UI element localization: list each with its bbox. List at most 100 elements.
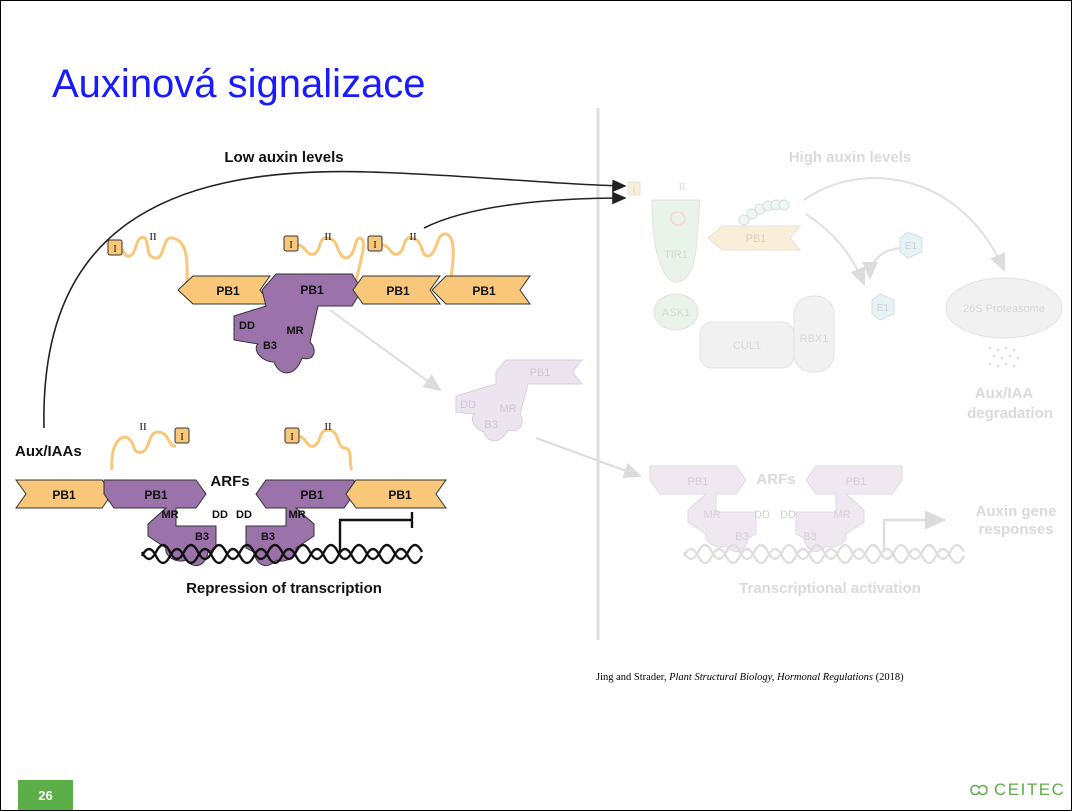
svg-text:MR: MR — [833, 509, 850, 521]
activation-symbol — [882, 510, 947, 552]
degradation-dots — [988, 346, 1020, 368]
svg-text:PB1: PB1 — [52, 488, 76, 502]
domain-ii-label-2: II — [324, 231, 332, 243]
degradation-label-1: Aux/IAA — [975, 385, 1034, 402]
domain-i-label-3: I — [373, 240, 376, 251]
svg-text:DD: DD — [460, 399, 476, 411]
faded-arf-dimer: PB1 PB1 ARFs MR DD DD MR B3 B3 — [649, 465, 903, 553]
b3-upper-label: B3 — [263, 340, 277, 352]
svg-text:I: I — [290, 432, 293, 443]
tir1-complex: I II TIR1 ASK1 CUL1 RBX1 PB1 — [627, 181, 835, 373]
ceitec-logo-icon — [970, 784, 988, 796]
ceitec-logo-text: CEITEC — [994, 780, 1066, 799]
page-number-badge: 26 — [18, 780, 73, 810]
e1-cycle: E1 E1 — [805, 213, 923, 321]
domain-ii-label: II — [149, 231, 157, 243]
loop-5 — [297, 428, 354, 471]
svg-text:II: II — [679, 182, 686, 193]
proteasome-label: 26S Proteasome — [963, 303, 1045, 315]
svg-text:E1: E1 — [905, 241, 918, 252]
svg-text:DD: DD — [754, 509, 770, 521]
aux-iaa-complex-to-tir1-arrow — [423, 191, 627, 229]
tir1-label: TIR1 — [664, 249, 688, 261]
repression-caption: Repression of transcription — [186, 580, 382, 597]
svg-text:MR: MR — [499, 403, 516, 415]
aux-iaa-to-tir1-arrow — [43, 170, 627, 429]
rbx1-label: RBX1 — [800, 333, 829, 345]
svg-text:I: I — [180, 432, 183, 443]
slide-title: Auxinová signalizace — [52, 62, 426, 106]
loop-2 — [294, 236, 365, 283]
ask1-label: ASK1 — [662, 307, 690, 319]
pb1-upper-2 — [352, 275, 441, 305]
svg-text:II: II — [324, 421, 332, 433]
svg-text:PB1: PB1 — [746, 233, 767, 245]
lower-complex: I II I II PB1 PB1 PB1 ARFs MR DD DD MR B… — [15, 421, 447, 567]
arf-upper — [233, 273, 363, 374]
svg-text:I: I — [633, 185, 636, 195]
aux-iaa-label: Aux/IAAs — [15, 443, 82, 460]
domain-ii-label-3: II — [409, 231, 417, 243]
svg-text:B3: B3 — [195, 531, 209, 543]
figure-citation: Jing and Strader, Plant Structural Biolo… — [596, 672, 904, 683]
svg-text:B3: B3 — [261, 531, 275, 543]
pb1-upper-1-label: PB1 — [216, 284, 240, 298]
pb1-upper-3 — [431, 275, 531, 305]
pb1-arf-upper-label: PB1 — [300, 283, 324, 297]
domain-i-box-3 — [367, 235, 383, 252]
free-arf-faded: PB1 DD MR B3 — [455, 359, 584, 442]
pb1-upper-1 — [177, 275, 271, 305]
svg-text:PB1: PB1 — [846, 476, 867, 488]
dd-upper-label: DD — [239, 320, 255, 332]
domain-i-box — [107, 239, 123, 256]
pb1-lower-aux-right — [345, 479, 447, 509]
citation-year: (2018) — [872, 672, 904, 683]
arfs-label: ARFs — [210, 473, 249, 490]
citation-source: Plant Structural Biology, Hormonal Regul… — [669, 672, 873, 683]
citation-authors: Jing and Strader, — [596, 672, 670, 683]
domain-i-box-4 — [174, 427, 190, 444]
faded-arfs-label: ARFs — [756, 471, 795, 488]
loop-1 — [114, 235, 189, 283]
activation-caption: Transcriptional activation — [739, 580, 921, 597]
loop-4 — [110, 430, 177, 471]
upper-complex: I II I II I II PB1 PB1 DD MR B3 PB1 PB1 — [107, 231, 531, 374]
dna-left — [140, 543, 424, 565]
svg-text:MR: MR — [288, 509, 305, 521]
svg-text:MR: MR — [703, 509, 720, 521]
pb1-upper-3-label: PB1 — [472, 284, 496, 298]
low-auxin-heading: Low auxin levels — [224, 149, 343, 166]
svg-text:B3: B3 — [484, 419, 497, 431]
mr-upper-label: MR — [286, 325, 303, 337]
svg-text:DD: DD — [212, 509, 228, 521]
domain-i-box-5 — [284, 427, 300, 444]
ubiquitin-chain — [738, 199, 790, 226]
svg-text:PB1: PB1 — [530, 367, 551, 379]
svg-text:PB1: PB1 — [144, 488, 168, 502]
release-arrow — [329, 309, 442, 392]
svg-text:PB1: PB1 — [300, 488, 324, 502]
svg-text:DD: DD — [780, 509, 796, 521]
svg-text:II: II — [139, 421, 147, 433]
high-auxin-heading: High auxin levels — [789, 149, 912, 166]
svg-text:MR: MR — [161, 509, 178, 521]
ceitec-logo: CEITEC — [968, 780, 1065, 800]
svg-text:PB1: PB1 — [688, 476, 709, 488]
domain-i-label: I — [113, 244, 116, 255]
svg-text:PB1: PB1 — [388, 488, 412, 502]
domain-i-box-2 — [283, 235, 299, 252]
domain-i-label-2: I — [289, 240, 292, 251]
svg-text:B3: B3 — [803, 531, 816, 543]
degradation-label-2: degradation — [967, 405, 1053, 422]
loop-3 — [379, 232, 455, 283]
activation-arrow — [535, 437, 642, 479]
auxin-responses-label-2: responses — [978, 521, 1053, 538]
svg-text:DD: DD — [236, 509, 252, 521]
pb1-upper-2-label: PB1 — [386, 284, 410, 298]
svg-text:B3: B3 — [735, 531, 748, 543]
pb1-lower-aux-left — [15, 479, 113, 509]
cul1-label: CUL1 — [733, 340, 761, 352]
auxin-responses-label-1: Auxin gene — [976, 503, 1057, 520]
to-proteasome-arrow — [803, 177, 1005, 272]
